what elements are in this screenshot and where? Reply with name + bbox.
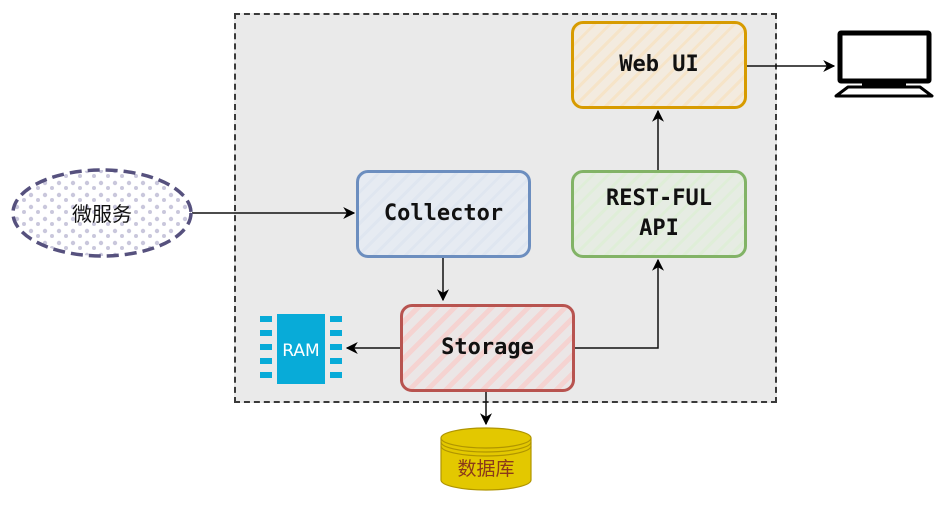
edges	[192, 60, 836, 426]
node-webui-label: Web UI	[619, 52, 699, 78]
node-storage-label: Storage	[441, 335, 534, 361]
node-database-label: 数据库	[457, 458, 514, 480]
node-restful-api[interactable]: REST-FUL API	[571, 170, 747, 258]
ram-label: RAM	[282, 341, 319, 361]
node-collector-label: Collector	[383, 201, 504, 227]
ram-chip-icon[interactable]: RAM	[260, 314, 342, 384]
node-webui[interactable]: Web UI	[571, 21, 747, 109]
edge-storage-restful[interactable]	[575, 258, 664, 349]
monitor-icon[interactable]	[834, 30, 934, 98]
node-restful-api-label: REST-FUL API	[606, 186, 712, 241]
node-database[interactable]: 数据库	[440, 427, 532, 491]
node-storage[interactable]: Storage	[400, 304, 575, 392]
node-collector[interactable]: Collector	[356, 170, 531, 258]
node-microservice-label: 微服务	[72, 202, 132, 226]
node-microservice[interactable]: 微服务	[11, 168, 193, 258]
